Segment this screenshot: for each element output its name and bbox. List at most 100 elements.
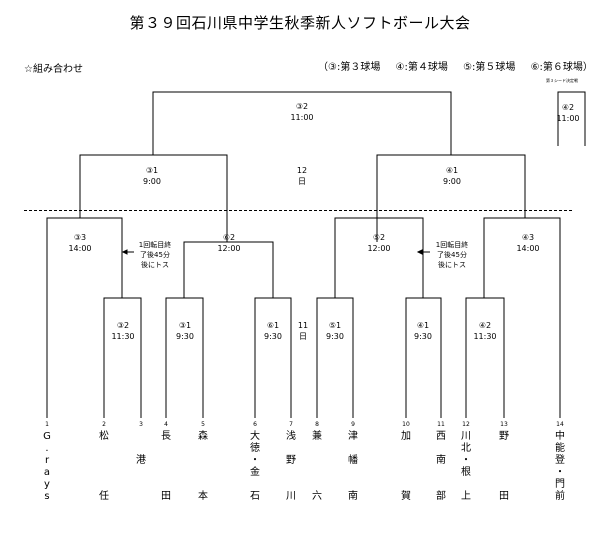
match-seed-field: ④2	[561, 103, 575, 112]
team-name: 川 北 ・ 根 上	[459, 431, 473, 503]
match-seed: ④2 11:00	[556, 102, 579, 124]
toss-note-left-line3: 後にトス	[141, 261, 169, 269]
team-char: 南	[436, 455, 446, 466]
bracket-heading: ☆組み合わせ	[24, 64, 83, 75]
team-char: 徳	[250, 443, 260, 454]
team-char	[346, 479, 360, 491]
match-r1f: ④2 11:30	[473, 320, 496, 342]
team-char: 川	[461, 431, 471, 442]
match-semi-right-field: ④1	[445, 166, 459, 175]
team-char	[434, 467, 448, 479]
line-q4	[483, 217, 561, 418]
team-char	[196, 467, 210, 479]
team-char: 西	[436, 431, 446, 442]
team-name: 西 南 部	[434, 431, 448, 503]
match-q2: ⑥2 12:00	[217, 232, 240, 254]
team-char: G	[43, 431, 51, 442]
team-number: 6	[253, 421, 257, 428]
team-char: 上	[461, 491, 471, 502]
team-char	[284, 467, 298, 479]
team-char	[434, 443, 448, 455]
match-r1e: ④1 9:30	[414, 320, 432, 342]
day-11-unit: 日	[299, 332, 307, 341]
match-r1e-field: ④1	[416, 321, 430, 330]
team-char	[196, 455, 210, 467]
team-char	[399, 467, 413, 479]
match-r1c: ⑥1 9:30	[264, 320, 282, 342]
match-r1b-field: ③1	[178, 321, 192, 330]
match-r1d-field: ⑤1	[328, 321, 342, 330]
toss-note-right-line1: 1回転目終	[435, 241, 469, 249]
match-q1-field: ③3	[73, 233, 87, 242]
match-q4: ④3 14:00	[516, 232, 539, 254]
day-11-label: 11 日	[298, 320, 308, 342]
team-name: 港	[134, 431, 148, 503]
team-char	[134, 479, 148, 491]
line-q1	[46, 217, 123, 418]
team-number: 8	[315, 421, 319, 428]
team-char	[399, 443, 413, 455]
team-char: r	[44, 455, 50, 466]
match-r1c-time: 9:30	[264, 332, 282, 341]
team-char: 北	[461, 443, 471, 454]
match-r1b-time: 9:30	[176, 332, 194, 341]
line-r1a	[103, 297, 142, 418]
match-q2-field: ⑥2	[222, 233, 236, 242]
team-char: 浅	[286, 431, 296, 442]
match-r1c-field: ⑥1	[266, 321, 280, 330]
team-char	[196, 479, 210, 491]
team-name: G . r a y s	[40, 431, 54, 503]
team-char: 幡	[348, 455, 358, 466]
toss-note-left-line2: 了後45分	[140, 251, 170, 259]
team-char	[497, 443, 511, 455]
team-char: 森	[198, 431, 208, 442]
team-char	[459, 479, 473, 491]
line-final	[152, 91, 452, 155]
line-semi-right	[376, 154, 526, 242]
team-char	[196, 443, 210, 455]
day-12-number: 12	[296, 166, 308, 175]
team-char: ・	[555, 467, 565, 478]
team-char: 野	[286, 455, 296, 466]
team-char	[284, 443, 298, 455]
match-seed-time: 11:00	[556, 114, 580, 123]
team-char: 中	[555, 431, 565, 442]
day-12-label: 12 日	[297, 165, 307, 187]
team-char	[310, 455, 324, 467]
team-char	[434, 479, 448, 491]
team-char: 金	[250, 467, 260, 478]
team-number: 11	[437, 421, 445, 428]
team-char	[310, 443, 324, 455]
match-q1: ③3 14:00	[68, 232, 91, 254]
team-char	[134, 467, 148, 479]
team-char	[248, 479, 262, 491]
team-char: ・	[250, 455, 260, 466]
team-char	[346, 467, 360, 479]
team-char: 田	[499, 491, 509, 502]
field-legend: （③:第３球場 ④:第４球場 ⑤:第５球場 ⑥:第６球場）	[318, 58, 600, 73]
team-char	[399, 455, 413, 467]
team-char: .	[45, 443, 49, 454]
match-r1d-time: 9:30	[326, 332, 344, 341]
match-semi-left-field: ③1	[145, 166, 159, 175]
seed-note: 第３シード決定戦	[546, 78, 578, 83]
match-semi-right-time: 9:00	[443, 177, 461, 186]
team-number: 1	[45, 421, 49, 428]
line-seed-match	[557, 91, 586, 146]
team-char	[310, 479, 324, 491]
team-char	[134, 431, 148, 443]
match-final-field: ③2	[295, 102, 309, 111]
match-r1a-field: ③2	[116, 321, 130, 330]
toss-note-right-line3: 後にトス	[438, 261, 466, 269]
team-char	[310, 467, 324, 479]
match-r1f-time: 11:30	[473, 332, 497, 341]
legend-field-3: （③:第３球場	[318, 62, 381, 73]
team-char: 賀	[401, 491, 411, 502]
match-r1d: ⑤1 9:30	[326, 320, 344, 342]
team-name: 大 徳 ・ 金 石	[248, 431, 262, 503]
team-char: 長	[161, 431, 171, 442]
team-char: 前	[555, 491, 565, 502]
team-char: 加	[401, 431, 411, 442]
team-char: 南	[348, 491, 358, 502]
